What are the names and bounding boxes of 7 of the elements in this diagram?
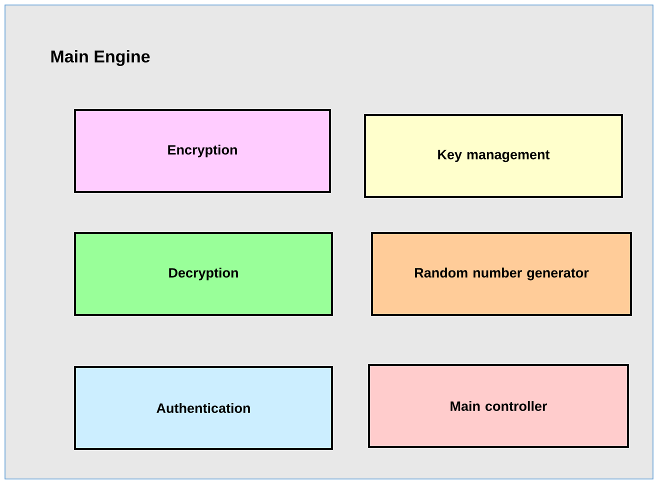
module-box: Encryption [74, 109, 331, 193]
module-box: Main controller [368, 364, 629, 448]
module-box: Random number generator [371, 232, 632, 316]
module-box: Decryption [74, 232, 333, 316]
panel-title: Main Engine [51, 50, 150, 66]
module-box: Authentication [74, 366, 333, 450]
module-box: Key management [364, 114, 623, 198]
